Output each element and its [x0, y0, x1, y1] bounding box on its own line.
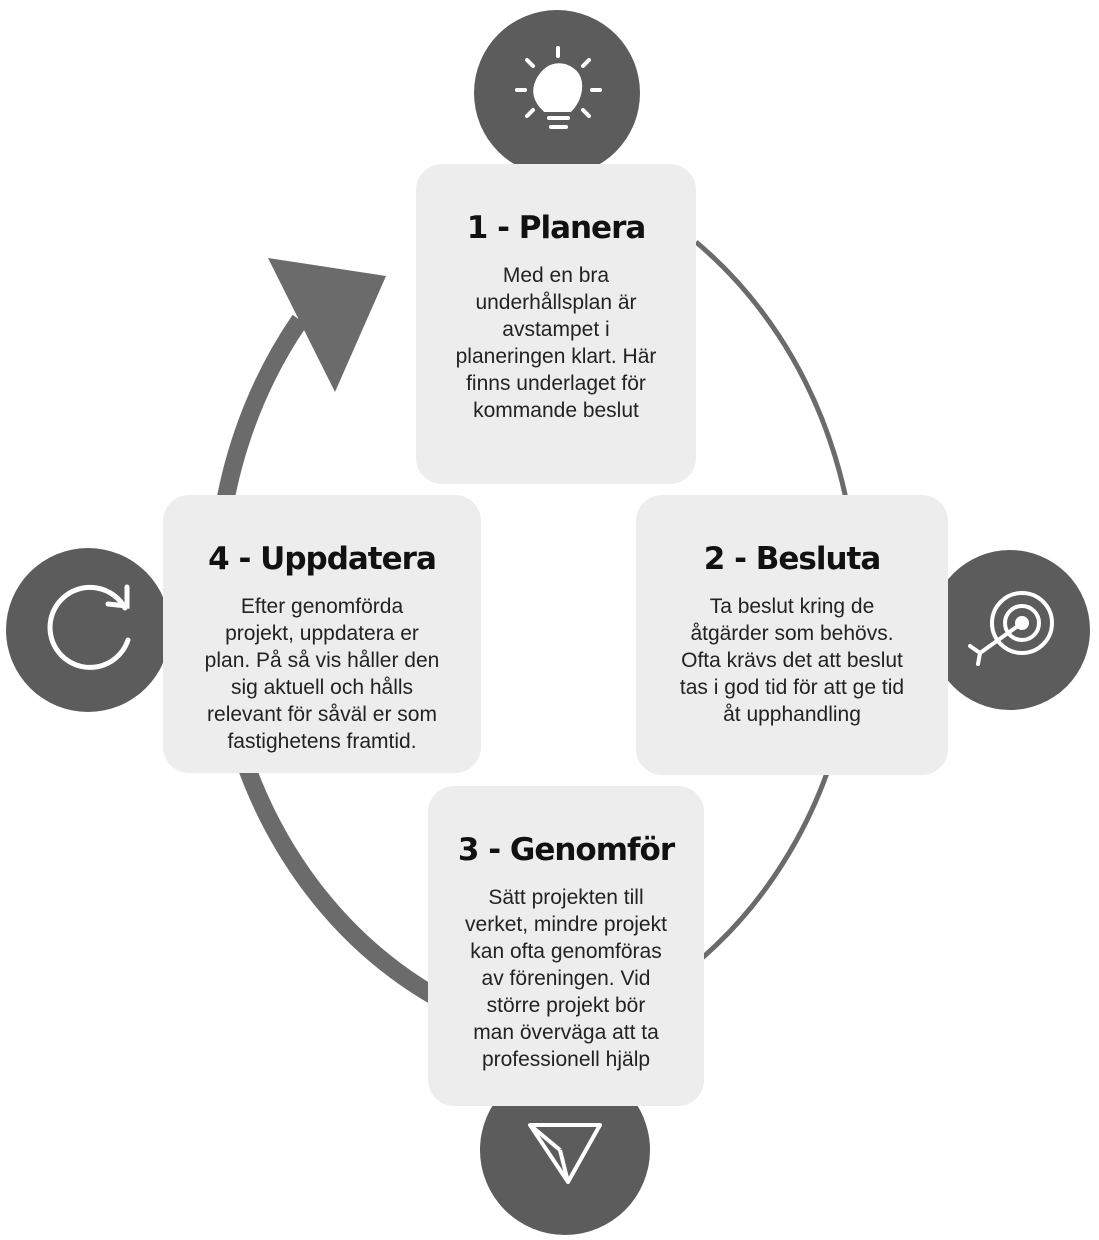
- step-description: Med en bra underhållsplan är avstampet i…: [455, 264, 657, 422]
- step-title: 3 - Genomför: [457, 832, 675, 868]
- step-description: Efter genomförda projekt, uppdatera er p…: [204, 595, 440, 753]
- lightbulb-icon-badge: [474, 10, 640, 176]
- step-title: 1 - Planera: [466, 210, 647, 246]
- target-icon-badge: [930, 550, 1090, 710]
- step-title: 4 - Uppdatera: [208, 541, 437, 577]
- cycle-arrow-head: [268, 258, 386, 392]
- step-planera-box: 1 - Planera Med en bra underhållsplan är…: [416, 164, 696, 484]
- send-icon-badge: [480, 1065, 650, 1235]
- refresh-icon: [47, 584, 131, 670]
- step-title: 2 - Besluta: [703, 541, 882, 577]
- lightbulb-icon: [515, 46, 602, 129]
- target-icon: [968, 591, 1054, 666]
- step-uppdatera-box: 4 - Uppdatera Efter genomförda projekt, …: [163, 495, 481, 773]
- refresh-icon-badge: [6, 548, 170, 712]
- step-description: Sätt projekten till verket, mindre proje…: [465, 886, 667, 1071]
- send-icon: [528, 1123, 602, 1184]
- step-description: Ta beslut kring de åtgärder som behövs. …: [679, 595, 905, 726]
- step-genomfor-box: 3 - Genomför Sätt projekten till verket,…: [428, 786, 704, 1106]
- step-besluta-box: 2 - Besluta Ta beslut kring de åtgärder …: [636, 495, 948, 775]
